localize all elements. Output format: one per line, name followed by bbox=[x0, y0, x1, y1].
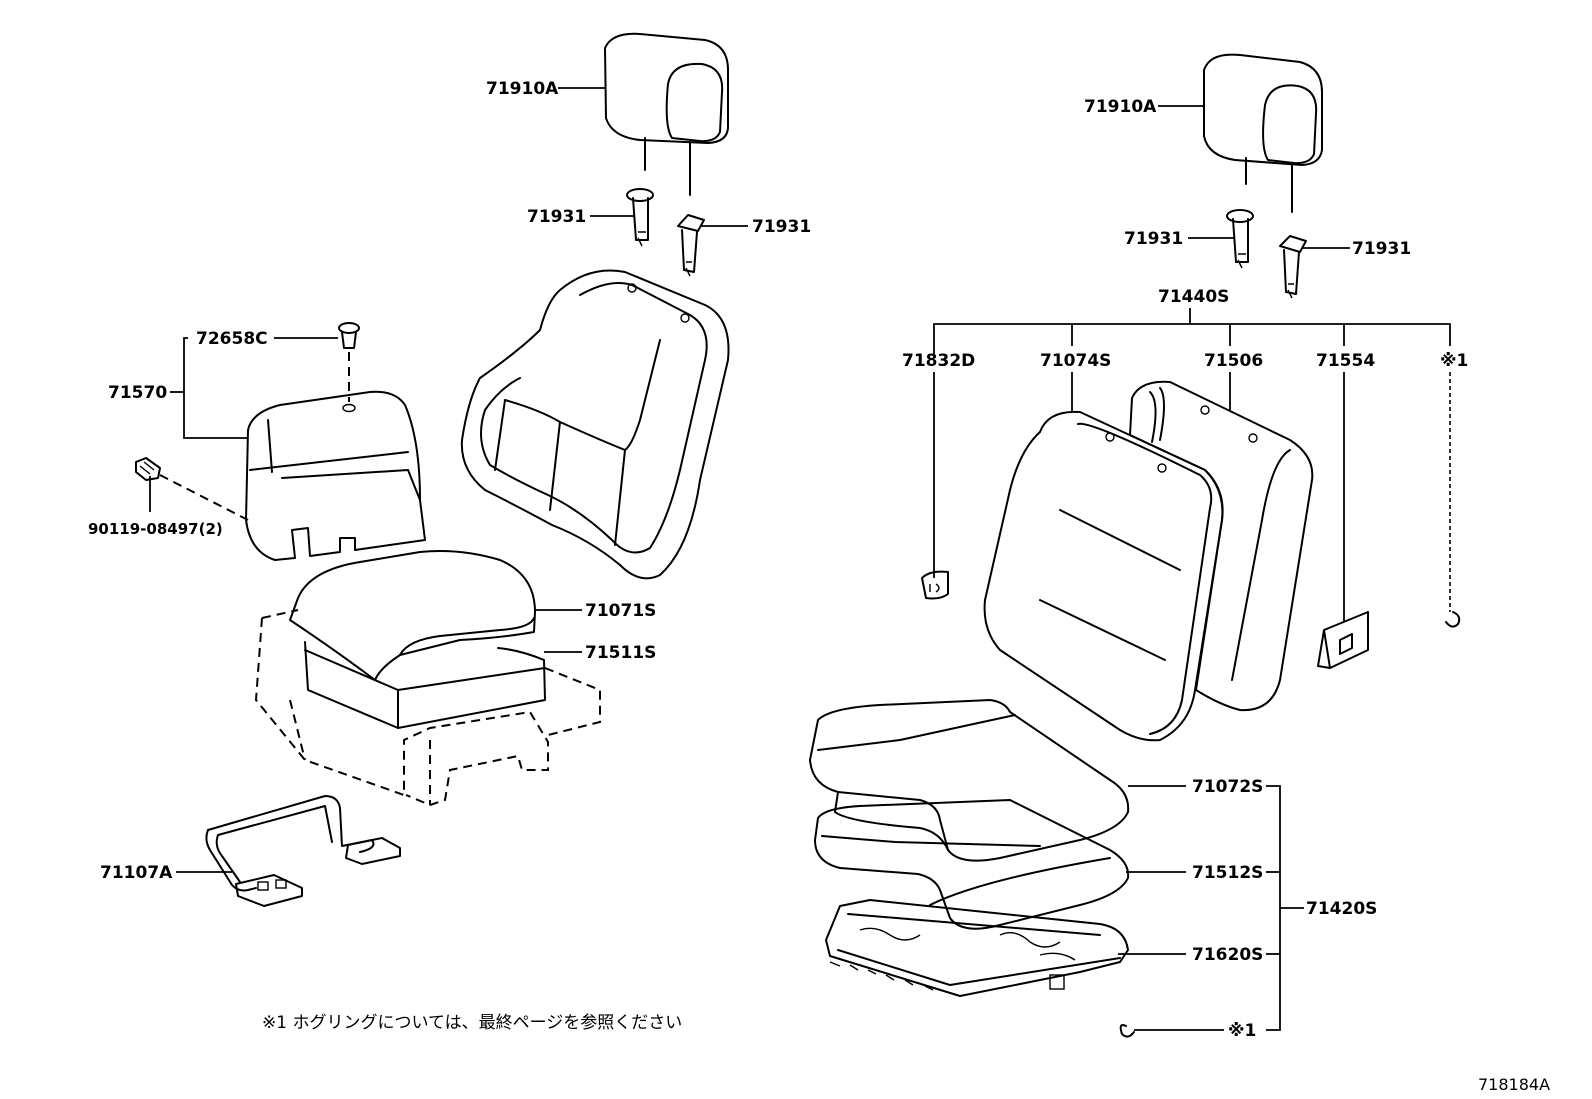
label-71440s: 71440S bbox=[1158, 287, 1229, 307]
bracket-71554 bbox=[1317, 611, 1369, 669]
cushion-cover-right bbox=[809, 699, 1130, 862]
label-ref1-top: ※1 bbox=[1440, 351, 1468, 371]
label-71931-right-b: 71931 bbox=[1352, 239, 1411, 259]
label-71554: 71554 bbox=[1316, 351, 1375, 371]
label-71420s: 71420S bbox=[1306, 899, 1377, 919]
headrest-support-left-a bbox=[626, 188, 654, 247]
armrest-left bbox=[245, 390, 426, 561]
label-71107a: 71107A bbox=[100, 863, 173, 883]
label-71074s: 71074S bbox=[1040, 351, 1111, 371]
hog-ring-top bbox=[1445, 611, 1461, 628]
part-labels: 71910A 71931 71931 72658C 71570 90119-08… bbox=[88, 79, 1468, 1041]
armrest-bracket bbox=[205, 795, 401, 907]
headrest-support-right-b bbox=[1279, 235, 1307, 299]
label-71512s: 71512S bbox=[1192, 863, 1263, 883]
cushion-pad-right bbox=[814, 799, 1130, 930]
label-90119-08497: 90119-08497(2) bbox=[88, 520, 223, 538]
seatback-rear-right bbox=[1129, 380, 1314, 712]
label-72658c: 72658C bbox=[196, 329, 268, 349]
label-71511s: 71511S bbox=[585, 643, 656, 663]
screw-72658c bbox=[338, 322, 360, 402]
bolt-90119 bbox=[135, 457, 249, 521]
headrest-right bbox=[1203, 53, 1323, 213]
hog-ring-bottom bbox=[1119, 1024, 1135, 1038]
clip-71832d bbox=[921, 570, 949, 600]
headrest-support-right-a bbox=[1226, 209, 1254, 269]
label-71910a-right: 71910A bbox=[1084, 97, 1157, 117]
label-71931-right-a: 71931 bbox=[1124, 229, 1183, 249]
leader-lines bbox=[149, 87, 1451, 1031]
label-71931-left-b: 71931 bbox=[752, 217, 811, 237]
label-71620s: 71620S bbox=[1192, 945, 1263, 965]
label-ref1-bottom: ※1 bbox=[1228, 1021, 1256, 1041]
label-71570: 71570 bbox=[108, 383, 167, 403]
seat-frame-right bbox=[825, 899, 1129, 997]
seatback-left bbox=[460, 269, 730, 580]
label-71832d: 71832D bbox=[902, 351, 975, 371]
headrest-support-left-b bbox=[677, 214, 705, 277]
seat-frame-left-outline bbox=[254, 609, 601, 807]
diagram-number: 718184A bbox=[1478, 1075, 1550, 1094]
label-71931-left-a: 71931 bbox=[527, 207, 586, 227]
label-71506: 71506 bbox=[1204, 351, 1263, 371]
label-71072s: 71072S bbox=[1192, 777, 1263, 797]
hog-ring-note: ※1 ホグリングについては、最終ページを参照ください bbox=[262, 1013, 682, 1033]
label-71910a-left: 71910A bbox=[486, 79, 559, 99]
headrest-left bbox=[604, 32, 729, 196]
label-71071s: 71071S bbox=[585, 601, 656, 621]
cushion-left bbox=[289, 550, 546, 729]
